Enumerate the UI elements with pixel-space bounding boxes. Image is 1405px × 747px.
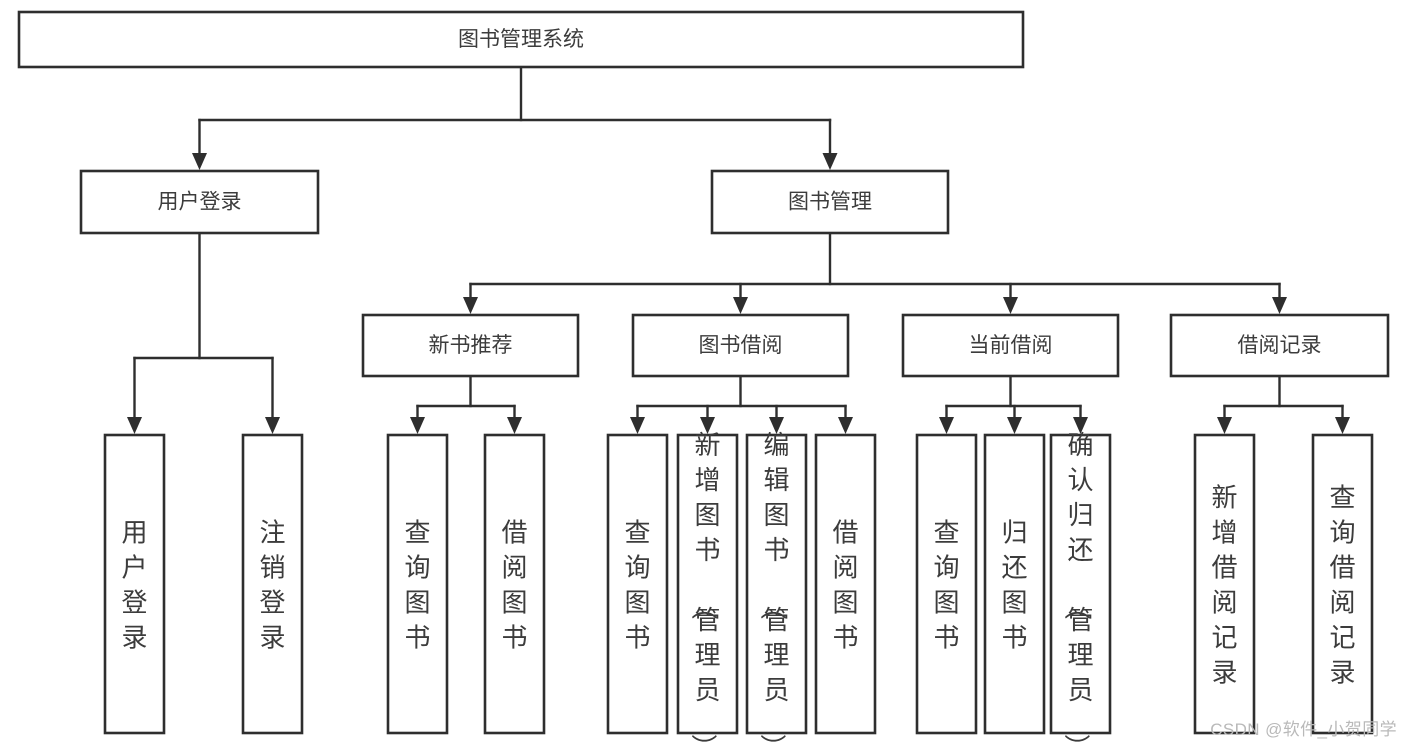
connector-group-book-borrow <box>630 374 853 434</box>
node-label-leaf-borrow-book-2: 借阅图书 <box>832 517 858 652</box>
node-box-leaf-borrow-book-1[interactable] <box>483 433 546 735</box>
node-leaf-borrow-book-2[interactable]: 借阅图书 <box>814 433 877 735</box>
arrow-head-icon <box>939 417 954 434</box>
node-label-leaf-add-borrow-record: 新增借阅记录 <box>1211 482 1237 687</box>
arrow-head-icon <box>630 417 645 434</box>
node-box-book-manage[interactable] <box>710 169 950 235</box>
arrow-head-icon <box>1007 417 1022 434</box>
connector-group-user-login <box>127 231 280 434</box>
node-leaf-add-borrow-record[interactable]: 新增借阅记录 <box>1193 433 1256 735</box>
node-box-leaf-add-borrow-record[interactable] <box>1193 433 1256 735</box>
arrow-head-icon <box>1217 417 1232 434</box>
node-label-user-login: 用户登录 <box>158 191 242 214</box>
node-label-leaf-query-book-1: 查询图书 <box>404 517 430 652</box>
node-box-leaf-edit-book[interactable] <box>745 433 808 735</box>
node-layer: 图书管理系统用户登录图书管理新书推荐图书借阅当前借阅借阅记录用户登录注销登录查询… <box>17 10 1390 747</box>
node-box-new-book-recommend[interactable] <box>361 313 580 378</box>
arrow-head-icon <box>1272 297 1287 314</box>
node-box-book-borrow[interactable] <box>631 313 850 378</box>
connector-group-root <box>192 65 838 170</box>
node-book-manage[interactable]: 图书管理 <box>710 169 950 235</box>
node-label-leaf-query-borrow-record: 查询借阅记录 <box>1329 482 1355 687</box>
node-label-new-book-recommend: 新书推荐 <box>429 334 513 357</box>
arrow-head-icon <box>410 417 425 434</box>
node-book-borrow[interactable]: 图书借阅 <box>631 313 850 378</box>
arrow-head-icon <box>700 417 715 434</box>
node-box-leaf-user-logout[interactable] <box>241 433 304 735</box>
arrow-head-icon <box>507 417 522 434</box>
node-box-leaf-user-login[interactable] <box>103 433 166 735</box>
node-box-leaf-query-book-2[interactable] <box>606 433 669 735</box>
node-box-leaf-borrow-book-2[interactable] <box>814 433 877 735</box>
connector-layer <box>127 65 1350 434</box>
node-label-book-manage: 图书管理 <box>788 191 872 214</box>
node-leaf-borrow-book-1[interactable]: 借阅图书 <box>483 433 546 735</box>
arrow-head-icon <box>733 297 748 314</box>
connector-group-new-book-recommend <box>410 374 522 434</box>
node-box-current-borrow[interactable] <box>901 313 1120 378</box>
node-label-leaf-confirm-return: 确认归还（管理员） <box>1061 430 1093 747</box>
node-label-leaf-user-login: 用户登录 <box>121 517 147 652</box>
node-box-root[interactable] <box>17 10 1025 69</box>
node-label-leaf-user-logout: 注销登录 <box>259 517 285 652</box>
node-box-leaf-return-book[interactable] <box>983 433 1046 735</box>
node-label-leaf-query-book-3: 查询图书 <box>933 517 959 652</box>
arrow-head-icon <box>838 417 853 434</box>
arrow-head-icon <box>1073 417 1088 434</box>
node-leaf-confirm-return[interactable]: 确认归还（管理员） <box>1049 430 1112 747</box>
connector-group-current-borrow <box>939 374 1088 434</box>
node-leaf-return-book[interactable]: 归还图书 <box>983 433 1046 735</box>
node-leaf-query-book-1[interactable]: 查询图书 <box>386 433 449 735</box>
node-box-leaf-add-book[interactable] <box>676 433 739 735</box>
node-box-user-login[interactable] <box>79 169 320 235</box>
arrow-head-icon <box>127 417 142 434</box>
node-leaf-query-book-2[interactable]: 查询图书 <box>606 433 669 735</box>
node-label-leaf-return-book: 归还图书 <box>1001 517 1027 652</box>
node-current-borrow[interactable]: 当前借阅 <box>901 313 1120 378</box>
node-leaf-user-logout[interactable]: 注销登录 <box>241 433 304 735</box>
node-leaf-add-book[interactable]: 新增图书（管理员） <box>676 430 739 747</box>
node-box-leaf-confirm-return[interactable] <box>1049 433 1112 735</box>
arrow-head-icon <box>265 417 280 434</box>
node-label-borrow-record: 借阅记录 <box>1238 334 1322 357</box>
node-leaf-edit-book[interactable]: 编辑图书（管理员） <box>745 430 808 747</box>
node-label-leaf-borrow-book-1: 借阅图书 <box>501 517 527 652</box>
node-box-leaf-query-book-1[interactable] <box>386 433 449 735</box>
node-leaf-query-book-3[interactable]: 查询图书 <box>915 433 978 735</box>
node-box-borrow-record[interactable] <box>1169 313 1390 378</box>
arrow-head-icon <box>1335 417 1350 434</box>
arrow-head-icon <box>192 153 207 170</box>
node-leaf-query-borrow-record[interactable]: 查询借阅记录 <box>1311 433 1374 735</box>
node-label-book-borrow: 图书借阅 <box>699 334 783 357</box>
arrow-head-icon <box>1003 297 1018 314</box>
node-label-root: 图书管理系统 <box>458 28 584 51</box>
arrow-head-icon <box>822 153 838 170</box>
arrow-head-icon <box>769 417 784 434</box>
node-label-current-borrow: 当前借阅 <box>969 334 1053 357</box>
node-user-login[interactable]: 用户登录 <box>79 169 320 235</box>
arrow-head-icon <box>463 297 478 314</box>
node-label-leaf-edit-book: 编辑图书（管理员） <box>757 430 789 747</box>
connector-group-borrow-record <box>1217 374 1350 434</box>
node-label-leaf-query-book-2: 查询图书 <box>624 517 650 652</box>
node-borrow-record[interactable]: 借阅记录 <box>1169 313 1390 378</box>
node-box-leaf-query-book-3[interactable] <box>915 433 978 735</box>
connector-group-book-manage <box>463 231 1287 314</box>
node-leaf-user-login[interactable]: 用户登录 <box>103 433 166 735</box>
node-label-leaf-add-book: 新增图书（管理员） <box>688 430 720 747</box>
node-root[interactable]: 图书管理系统 <box>17 10 1025 69</box>
node-box-leaf-query-borrow-record[interactable] <box>1311 433 1374 735</box>
node-new-book-recommend[interactable]: 新书推荐 <box>361 313 580 378</box>
